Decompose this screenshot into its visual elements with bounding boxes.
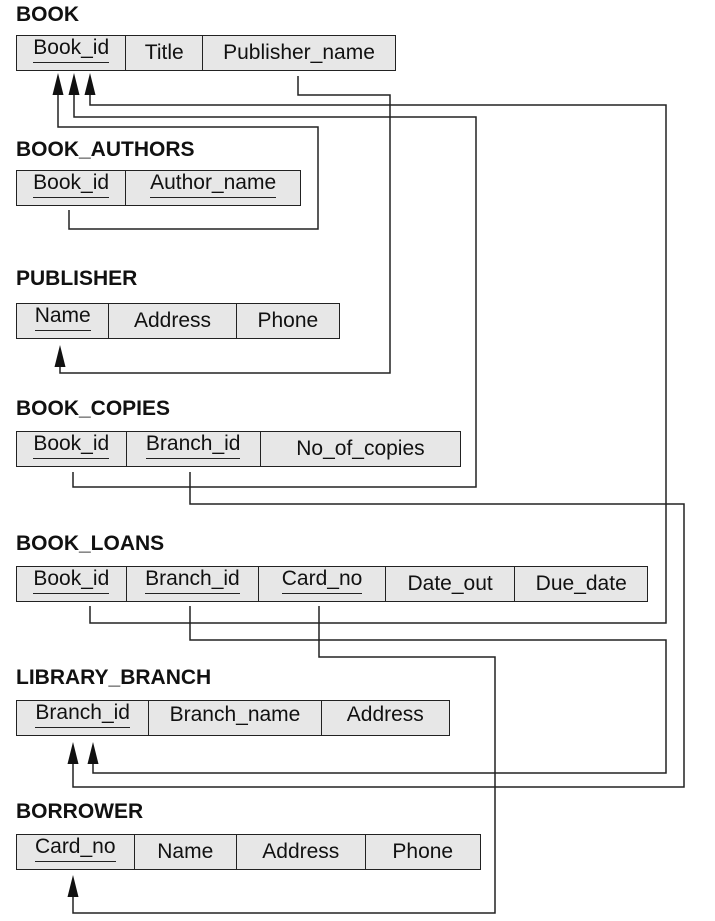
attr-book-authors-author-name: Author_name (126, 171, 300, 205)
arrowhead-book-book-id-1 (52, 73, 64, 95)
relation-publisher: Name Address Phone (16, 303, 340, 339)
attr-book-loans-branch-id: Branch_id (127, 567, 260, 601)
fk-line-book-loans-book-id (89, 92, 667, 624)
fk-line-book-authors-book-id (57, 92, 319, 230)
attr-library-branch-address: Address (346, 703, 424, 726)
attr-book-title: Title (126, 36, 204, 70)
relation-name-borrower: BORROWER (16, 800, 144, 823)
attr-book-loans-date-out: Date_out (386, 567, 516, 601)
relation-library-branch: Branch_id Branch_name Address (16, 700, 450, 736)
relation-name-book-copies: BOOK_COPIES (16, 397, 171, 420)
relation-book-copies: Book_id Branch_id No_of_copies (16, 431, 461, 467)
attr-publisher-phone: Phone (257, 309, 319, 332)
relation-book: Book_id Title Publisher_name (16, 35, 396, 71)
relation-borrower: Card_no Name Address Phone (16, 834, 481, 870)
relation-name-library-branch: LIBRARY_BRANCH (16, 666, 212, 689)
attr-borrower-card-no: Card_no (17, 835, 135, 869)
attr-book-copies-branch-id: Branch_id (127, 432, 261, 466)
fk-line-book-loans-branch-id (92, 606, 667, 774)
fk-line-book-copies-book-id (72, 92, 477, 488)
attr-publisher-address: Address (109, 304, 237, 338)
attr-book-publisher-name: Publisher_name (223, 41, 375, 64)
attr-book-copies-no-of-copies: No_of_copies (296, 437, 425, 460)
relation-book-loans: Book_id Branch_id Card_no Date_out Due_d… (16, 566, 648, 602)
relation-name-book-loans: BOOK_LOANS (16, 532, 165, 555)
attr-library-branch-branch-id: Branch_id (17, 701, 150, 735)
attr-library-branch-branch-name: Branch_name (149, 701, 322, 735)
arrowhead-book-book-id-2 (68, 73, 80, 95)
arrowhead-library-branch-id-2 (87, 742, 99, 764)
attr-borrower-name: Name (135, 835, 238, 869)
attr-book-loans-card-no: Card_no (259, 567, 386, 601)
arrowhead-publisher-name (54, 345, 66, 367)
attr-book-copies-book-id: Book_id (17, 432, 127, 466)
attr-book-loans-book-id: Book_id (17, 567, 127, 601)
attr-book-book-id: Book_id (17, 36, 127, 70)
attr-borrower-phone: Phone (392, 840, 454, 863)
fk-line-book-copies-branch-id (72, 472, 685, 788)
fk-line-book-loans-card-no (72, 606, 496, 914)
attr-book-loans-due-date: Due_date (535, 572, 627, 595)
attr-borrower-address: Address (237, 835, 366, 869)
arrowhead-library-branch-id-1 (67, 742, 79, 764)
relation-name-publisher: PUBLISHER (16, 267, 138, 290)
arrowhead-book-book-id-3 (84, 73, 96, 95)
fk-line-book-publisher-name (59, 76, 391, 374)
relation-book-authors: Book_id Author_name (16, 170, 301, 206)
attr-publisher-name: Name (17, 304, 110, 338)
attr-book-authors-book-id: Book_id (17, 171, 127, 205)
relation-name-book-authors: BOOK_AUTHORS (16, 138, 195, 161)
arrowhead-borrower-card-no (67, 875, 79, 897)
relation-name-book: BOOK (16, 3, 79, 26)
